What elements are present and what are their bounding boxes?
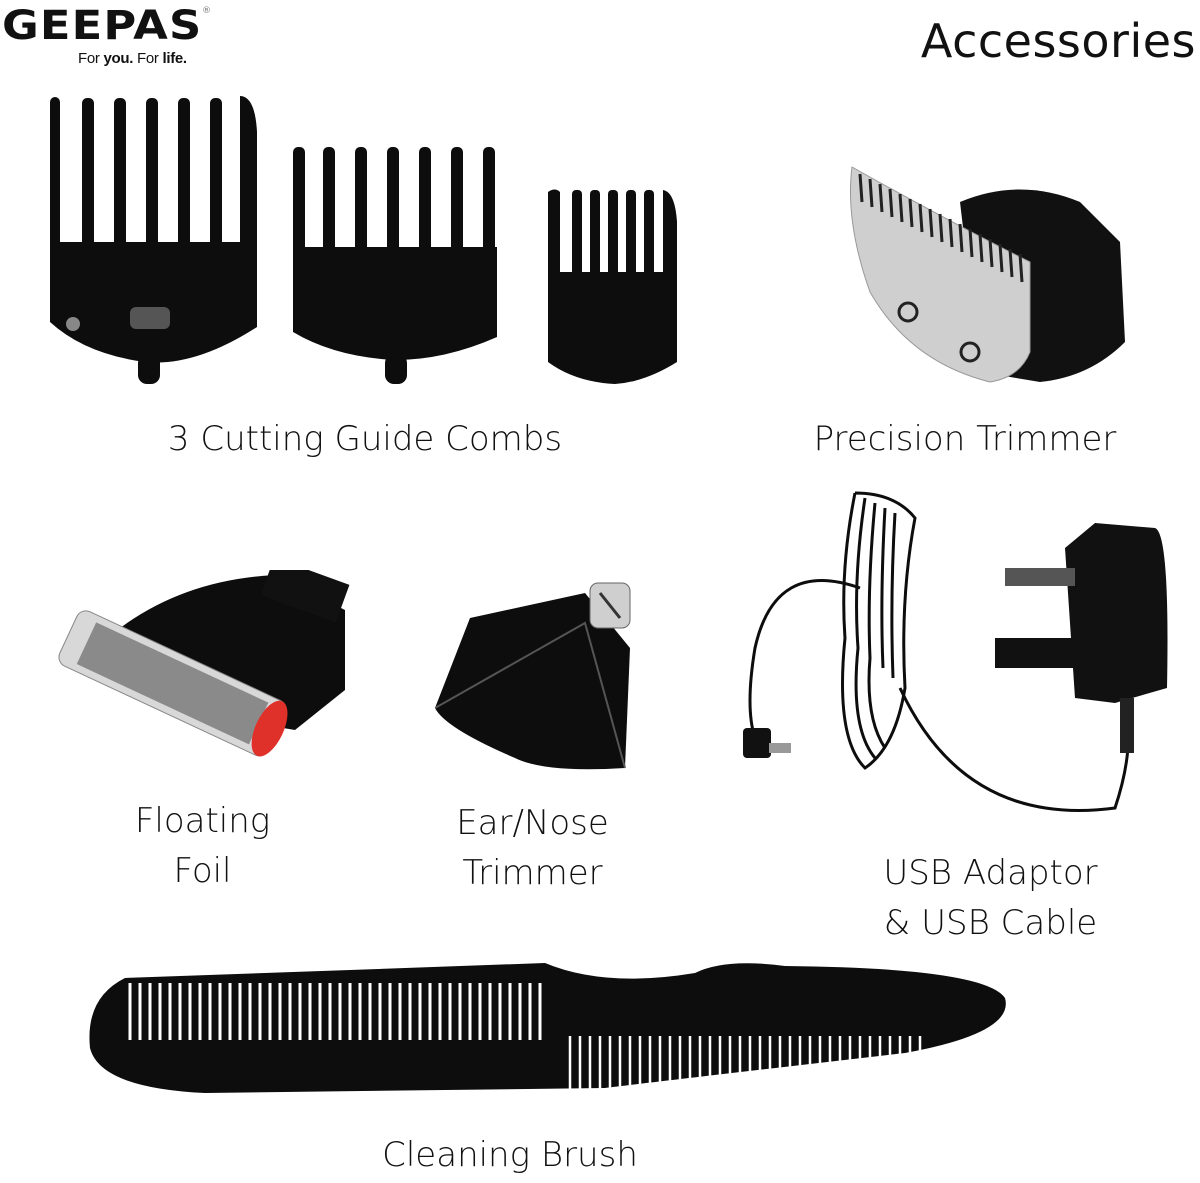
brand-logo: GEEPAS ® For you. For life. — [0, 4, 215, 70]
combs-label: 3 Cutting Guide Combs — [167, 419, 563, 459]
guide-comb-icon — [45, 92, 710, 392]
foil-shaver-icon — [55, 570, 355, 780]
ear-nose-trimmer-icon — [435, 578, 655, 778]
precision-trimmer-icon — [840, 162, 1160, 392]
precision-trimmer-label: Precision Trimmer — [813, 419, 1117, 459]
brand-name: GEEPAS — [2, 3, 203, 49]
usb-adaptor-icon — [725, 488, 1175, 833]
brand-tagline: For you. For life. — [78, 50, 187, 67]
cleaning-brush-icon — [85, 958, 1010, 1098]
cleaning-brush-label: Cleaning Brush — [382, 1135, 638, 1175]
usb-adaptor-label: USB Adaptor & USB Cable — [883, 853, 1098, 943]
floating-foil-label: Floating Foil — [134, 801, 271, 891]
ear-nose-trimmer-label: Ear/Nose Trimmer — [456, 803, 609, 893]
page-title: Accessories — [920, 14, 1196, 68]
registered-mark: ® — [202, 6, 211, 16]
